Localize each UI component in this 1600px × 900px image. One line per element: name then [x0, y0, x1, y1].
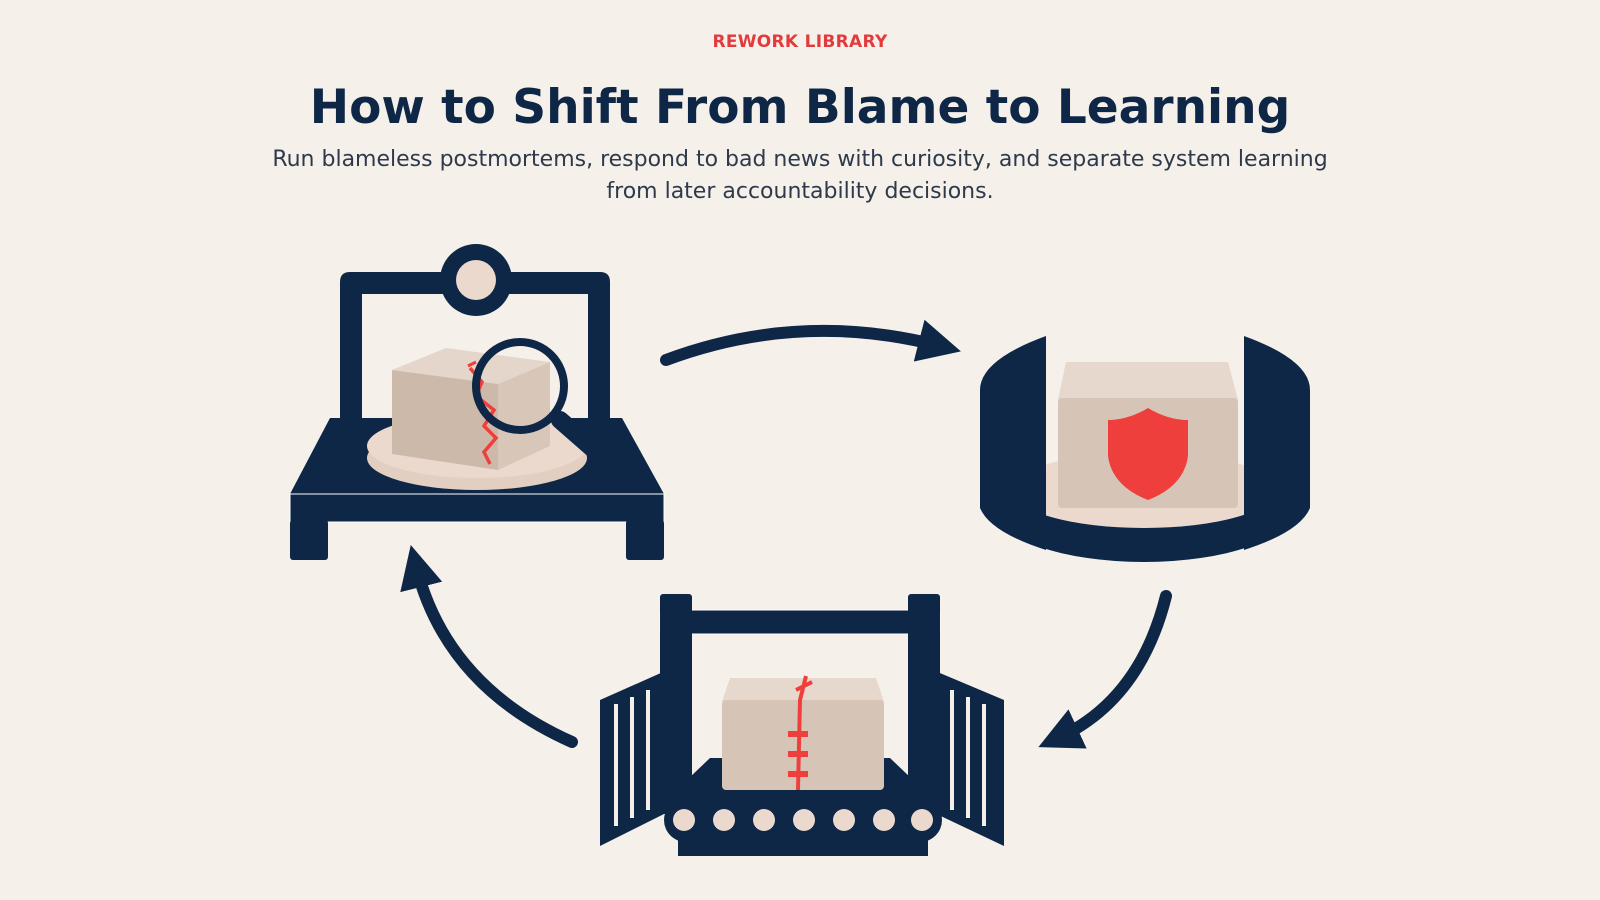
magnifier-icon — [472, 338, 617, 471]
page-title: How to Shift From Blame to Learning — [309, 80, 1291, 135]
protection-station — [980, 336, 1310, 562]
arrow-protection-to-repair — [1038, 590, 1172, 749]
repair-station — [600, 594, 1004, 856]
inspection-station — [289, 244, 665, 560]
arrow-repair-to-inspection — [400, 545, 578, 748]
arrow-inspection-to-protection — [660, 319, 961, 366]
cracked-box-icon — [392, 348, 550, 470]
eyebrow-label: REWORK LIBRARY — [712, 32, 888, 52]
stitched-box-icon — [722, 675, 884, 791]
gate-icon — [600, 668, 1004, 846]
shield-icon — [1108, 408, 1188, 500]
lamp-icon — [440, 244, 512, 316]
page-subtitle: Run blameless postmortems, respond to ba… — [272, 147, 1328, 204]
